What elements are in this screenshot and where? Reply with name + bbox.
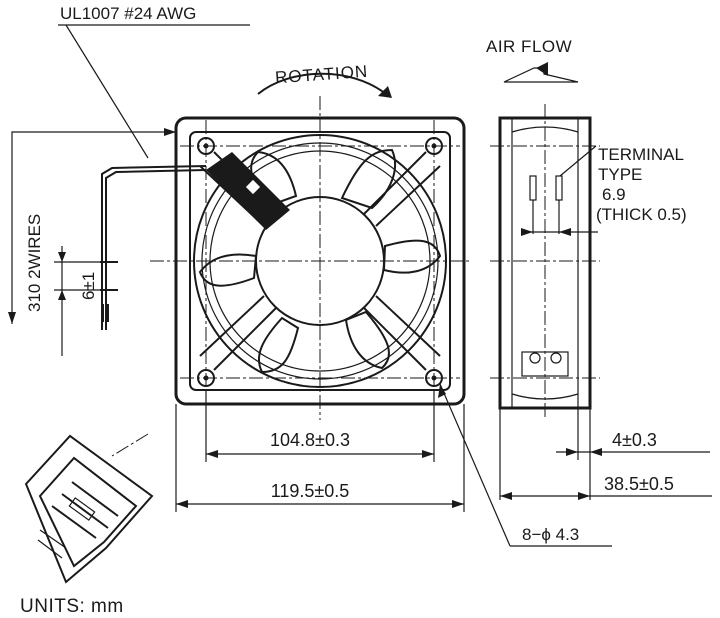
strip-length-dimension: 6±1: [54, 246, 118, 356]
depth-label: 38.5±0.5: [604, 474, 674, 494]
flange-thickness-label: 4±0.3: [612, 430, 657, 450]
rotation-label: ROTATION: [274, 62, 368, 87]
front-view: [150, 96, 472, 420]
terminal-label-4: (THICK 0.5): [596, 205, 687, 224]
rotation-arrow: ROTATION: [257, 62, 392, 98]
terminal-label-1: TERMINAL: [598, 145, 684, 164]
terminal-1: [529, 175, 537, 201]
air-flow-label: AIR FLOW: [486, 37, 572, 56]
frame-size-label: 119.5±0.5: [271, 481, 350, 501]
wire-spec-callout: UL1007 #24 AWG: [58, 4, 250, 159]
wire-spec-label: UL1007 #24 AWG: [60, 4, 196, 23]
terminal-label-2: TYPE: [598, 165, 642, 184]
side-dimensions: 4±0.3 38.5±0.5: [499, 408, 712, 500]
wire-count-label: 310 2WIRES: [25, 214, 44, 312]
front-dimensions: 104.8±0.3 119.5±0.5: [175, 390, 465, 512]
side-view: [490, 104, 600, 420]
terminal-label-3: 6.9: [602, 185, 626, 204]
mount-hole-label: 8−ϕ 4.3: [522, 525, 579, 544]
wire-length-dimension: 310 2WIRES: [8, 128, 176, 324]
air-flow-indicator: AIR FLOW: [486, 37, 579, 83]
units-label: UNITS: mm: [20, 596, 124, 617]
strip-length-label: 6±1: [79, 272, 98, 300]
terminal-callout: TERMINAL TYPE 6.9 (THICK 0.5): [521, 145, 687, 236]
cable-channel: [206, 152, 290, 230]
hole-pitch-label: 104.8±0.3: [270, 430, 350, 450]
mount-hole-callout: 8−ϕ 4.3: [438, 383, 612, 547]
connector-detail-view: [24, 433, 154, 584]
terminal-2: [555, 175, 563, 201]
